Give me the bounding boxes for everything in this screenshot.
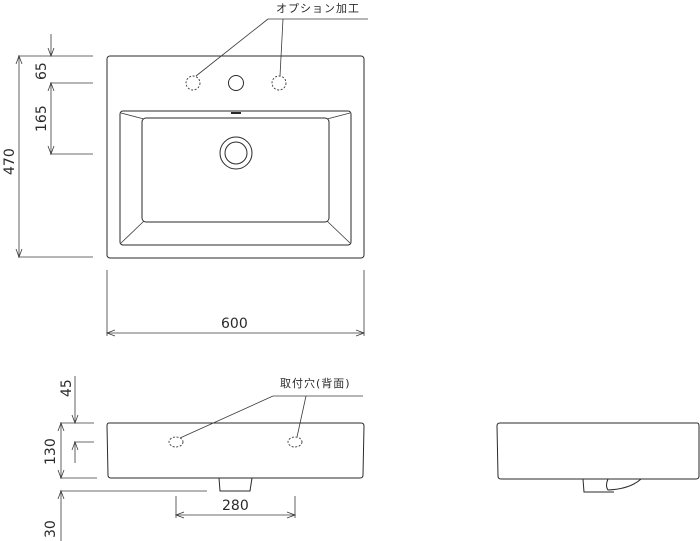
drain-icon bbox=[219, 136, 253, 170]
dim-width: 600 bbox=[221, 316, 248, 332]
dim-bowl-offset: 165 bbox=[34, 105, 50, 132]
dim-top-offset: 65 bbox=[34, 62, 50, 80]
dim-front-height: 130 bbox=[43, 438, 59, 465]
basin-outline-top bbox=[106, 55, 365, 259]
basin-outline-side bbox=[496, 422, 700, 480]
mount-label: 取付穴(背面) bbox=[280, 377, 351, 390]
dim-hole-spacing: 280 bbox=[222, 498, 249, 514]
bowl-inner bbox=[141, 117, 330, 223]
option-hole-right-icon bbox=[271, 75, 287, 91]
option-label: オプション加工 bbox=[276, 2, 360, 15]
dim-front-bottom: 30 bbox=[43, 520, 59, 538]
basin-outline-front bbox=[106, 422, 365, 479]
mount-hole-right-icon bbox=[287, 436, 303, 448]
dim-overall-depth: 470 bbox=[2, 148, 18, 175]
dim-front-top: 45 bbox=[59, 379, 75, 397]
option-hole-left-icon bbox=[185, 75, 201, 91]
bowl-rim bbox=[119, 110, 352, 246]
side-view bbox=[496, 422, 700, 493]
faucet-hole-icon bbox=[228, 75, 244, 91]
front-view bbox=[57, 376, 365, 541]
top-view bbox=[15, 18, 368, 337]
mount-hole-left-icon bbox=[168, 436, 184, 448]
